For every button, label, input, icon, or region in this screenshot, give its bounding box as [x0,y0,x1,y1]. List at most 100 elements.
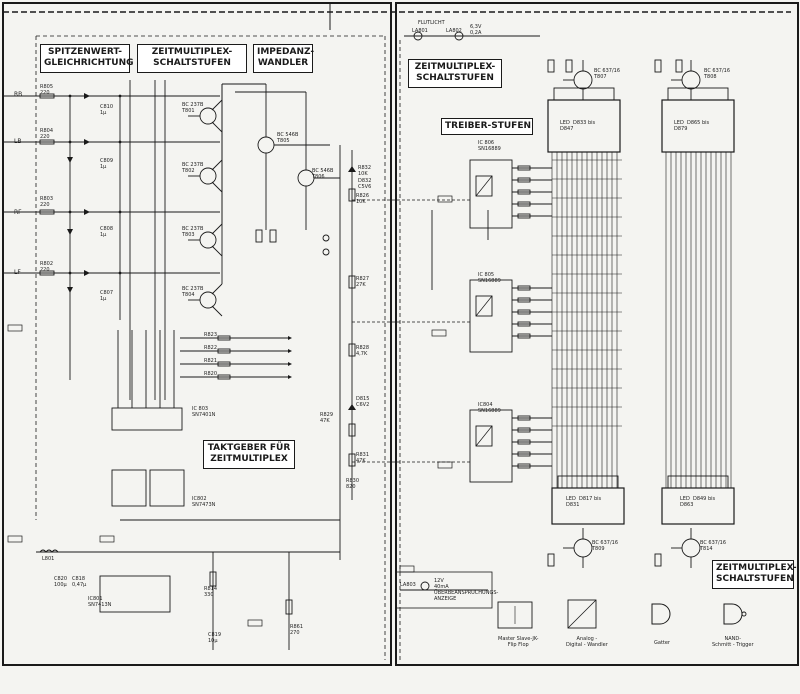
diode-symbol [84,209,90,215]
wire-segment [211,181,223,193]
driver-ic-body [469,409,513,483]
resistor-r865 [675,59,683,73]
resistor-r802: R802 220 [40,261,54,273]
lamp-title: FLUTLICHT [418,20,445,26]
wire-segment [475,175,493,197]
bank-resistor [517,165,531,171]
diode-symbol [84,93,90,99]
part-d815: D815 C6V2 [356,396,370,408]
input-resistor [39,93,55,99]
transistor-t808: BC 637/16 T808 [704,68,731,80]
adc-symbol [475,295,493,317]
cap-c810: C810 1µ [100,104,114,116]
inductor-l801 [39,549,59,553]
chain-resistor [348,423,356,437]
transistor-t804: BC 237B T804 [182,286,204,298]
connector-tag [437,195,453,203]
ic-801-label: IC801 SN7413N [88,596,112,608]
connector-ring [322,234,330,242]
wire-segment [567,599,597,629]
wire-segment [211,99,223,111]
diode-symbol [67,287,73,293]
part-c820: C820 100µ [54,576,68,588]
title-multiplex-2: ZEITMULTIPLEX- SCHALTSTUFEN [408,59,502,88]
input-resistor [39,139,55,145]
diode-symbol [67,157,73,163]
bank-resistor [517,285,531,291]
resistor-c825 [654,553,662,567]
connector-tag [399,565,415,573]
led-connector [557,475,619,489]
output-resistor [217,335,231,341]
ic-802b-body [149,469,185,507]
ic-803-body [111,407,183,431]
bank-resistor [517,415,531,421]
title-multiplex-1: ZEITMULTIPLEX- SCHALTSTUFEN [137,44,247,73]
chain-resistor [348,188,356,202]
led-connector [667,475,729,489]
resistor-r824 [255,229,263,243]
adc-symbol [475,425,493,447]
input-resistor [39,209,55,215]
transistor-t802: BC 237B T802 [182,162,204,174]
bank-resistor [517,439,531,445]
ic-804-label: IC804 SN16889 [478,402,501,414]
part-r830: R830 820 [346,478,360,490]
wire-segment [211,245,223,257]
transistor-symbol [681,70,701,90]
diode-symbol [84,270,90,276]
cap-c807: C807 1µ [100,290,114,302]
part-l801: L801 [42,556,55,562]
adc-symbol [475,175,493,197]
bank-resistor [517,427,531,433]
transistor-symbol [573,538,593,558]
part-r814: R814 330 [204,586,218,598]
wire-segment [475,295,493,317]
cap-c808: C808 1µ [100,226,114,238]
overload-box [395,571,493,609]
bank-resistor [517,213,531,219]
resistor-r824 [547,59,555,73]
part-r820: R820 [204,371,218,377]
bank-resistor [517,451,531,457]
transistor-t801: BC 237B T801 [182,102,204,114]
wire-segment [211,305,223,317]
led-bot-1: LED D817 bis D831 [566,496,602,508]
right-frame [395,2,799,666]
resistor-c823 [547,553,555,567]
bank-resistor [517,321,531,327]
transistor-t814: BC 637/16 T814 [700,540,727,552]
legend-and-gate [651,603,671,625]
arrow-head [288,375,292,379]
resistor-r805: R805 220 [40,84,54,96]
title-clock: TAKTGEBER FÜR ZEITMULTIPLEX [203,440,295,469]
title-drivers: TREIBER-STUFEN [441,118,533,135]
connector-ring [322,248,330,256]
left-frame [2,2,392,666]
chain-resistor [348,275,356,289]
lamp-la801: LA801 [412,28,428,34]
driver-ic-body [469,159,513,229]
transistor-t803: BC 237B T803 [182,226,204,238]
ic-806-label: IC 806 SN16889 [478,140,501,152]
resistor-r803: R803 220 [40,196,54,208]
arrow-head [288,336,292,340]
resistor-r825 [269,229,277,243]
title-impedance: IMPEDANZ- WANDLER [253,44,314,73]
input-rf: RF [14,209,22,216]
output-resistor [217,361,231,367]
transistor-symbol [681,538,701,558]
output-resistor [217,374,231,380]
zener-d832 [348,166,356,172]
ic-801-body [99,575,171,613]
transistor-symbol [257,136,275,154]
cap-c809: C809 1µ [100,158,114,170]
transistor-t806: BC 546B T806 [312,168,334,180]
bank-resistor [517,463,531,469]
bank-resistor [517,297,531,303]
chain-resistor [348,343,356,357]
overload-lamp-text: 12V 40mA ÜBERBEANSPRUCHUNGS- ANZEIGE [434,578,499,602]
part-c818: C818 0,47µ [72,576,87,588]
title-peak-rectifier: SPITZENWERT- GLEICHRICHTUNG [40,44,134,73]
part-r828: R828 4,7K [356,345,370,357]
